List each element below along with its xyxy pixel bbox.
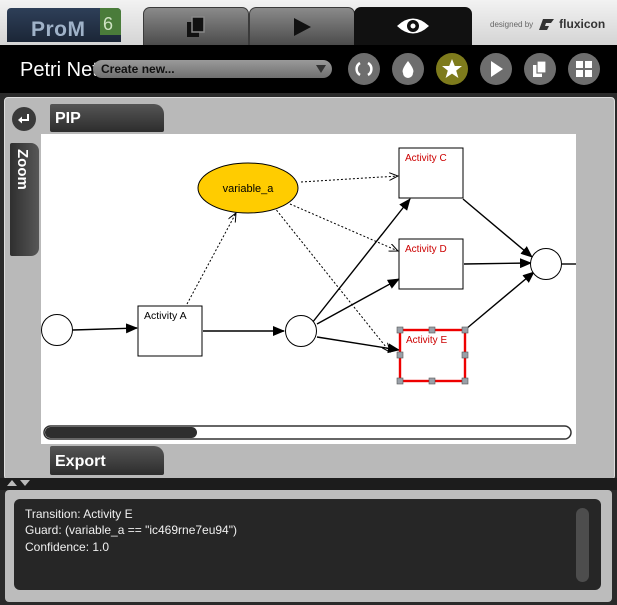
refresh-icon (355, 61, 373, 77)
transition-label: Activity C (405, 153, 447, 164)
transition-label: Activity A (144, 310, 187, 322)
arc (463, 258, 532, 269)
transition-activity-c[interactable] (398, 147, 464, 199)
back-button[interactable] (12, 107, 36, 131)
zoom-label: Zoom (14, 149, 31, 190)
arc (465, 271, 535, 330)
create-new-dropdown[interactable]: Create new... (93, 60, 332, 78)
transition-label: Activity D (405, 244, 447, 255)
variable-node[interactable] (197, 162, 299, 214)
create-new-label: Create new... (101, 62, 175, 76)
zoom-tab[interactable]: Zoom (10, 143, 39, 256)
info-guard: Guard: (variable_a == "ic469rne7eu94") (25, 523, 237, 537)
designed-by: designed by fluxicon (490, 16, 605, 32)
copy-icon (533, 60, 547, 77)
sink-place[interactable] (530, 248, 562, 280)
copy-icon (187, 16, 205, 37)
play-icon (491, 61, 503, 77)
transition-label: Activity E (406, 335, 447, 346)
transition-activity-d[interactable] (398, 238, 464, 290)
logo-text: ProM (31, 18, 86, 41)
play-icon (294, 18, 311, 36)
petri-net-canvas[interactable]: variable_a Activity A Activity C Activit… (41, 134, 576, 444)
drop-button[interactable] (392, 53, 424, 85)
arc (462, 198, 533, 258)
drop-icon (402, 61, 414, 78)
eye-icon (397, 18, 429, 34)
return-arrow-icon (18, 114, 29, 124)
chevron-down-icon (316, 65, 326, 73)
brand-label: fluxicon (559, 17, 606, 31)
variable-label: variable_a (223, 183, 275, 195)
pip-label: PIP (55, 110, 81, 127)
view-toolbar: Petri Net Create new... (0, 45, 617, 93)
view-title: Petri Net (20, 59, 96, 81)
grid-icon (576, 61, 592, 77)
logo-version: 6 (103, 14, 114, 34)
top-bar: ProM 6 designed by fluxicon (0, 0, 617, 46)
prom-logo: ProM 6 (7, 8, 121, 42)
info-transition: Transition: Activity E (25, 507, 133, 521)
scrollbar-thumb[interactable] (45, 427, 197, 438)
source-place[interactable] (41, 314, 73, 346)
designed-by-label: designed by (490, 19, 534, 29)
data-arc (300, 176, 398, 183)
data-arcs (186, 176, 398, 352)
vertical-scrollbar[interactable] (576, 508, 589, 582)
fluxicon-logo-icon (539, 19, 555, 30)
export-label: Export (55, 453, 106, 470)
panel-splitter[interactable] (0, 478, 617, 490)
arc (311, 198, 411, 324)
petri-net-graph[interactable]: variable_a Activity A Activity C Activit… (41, 134, 576, 444)
info-box: Transition: Activity E Guard: (variable_… (14, 499, 601, 590)
favorite-button[interactable] (436, 53, 468, 85)
star-icon (442, 59, 462, 78)
horizontal-scrollbar[interactable] (43, 425, 572, 440)
place[interactable] (285, 315, 317, 347)
grid-button[interactable] (568, 53, 600, 85)
tab-workspace[interactable] (143, 7, 249, 46)
tab-actions[interactable] (249, 7, 355, 46)
data-arc (186, 213, 236, 305)
collapse-arrows-icon[interactable] (6, 479, 36, 489)
copy-button[interactable] (524, 53, 556, 85)
info-confidence: Confidence: 1.0 (25, 540, 110, 554)
arc (316, 278, 400, 325)
refresh-button[interactable] (348, 53, 380, 85)
tab-views[interactable] (354, 7, 472, 45)
pip-tab[interactable]: PIP (50, 104, 164, 132)
transition-activity-a[interactable] (137, 305, 203, 357)
selection-handles[interactable] (396, 326, 469, 385)
arc (72, 323, 138, 334)
export-tab[interactable]: Export (50, 446, 164, 475)
play-button[interactable] (480, 53, 512, 85)
data-arc (289, 203, 398, 251)
data-arc (273, 206, 390, 352)
